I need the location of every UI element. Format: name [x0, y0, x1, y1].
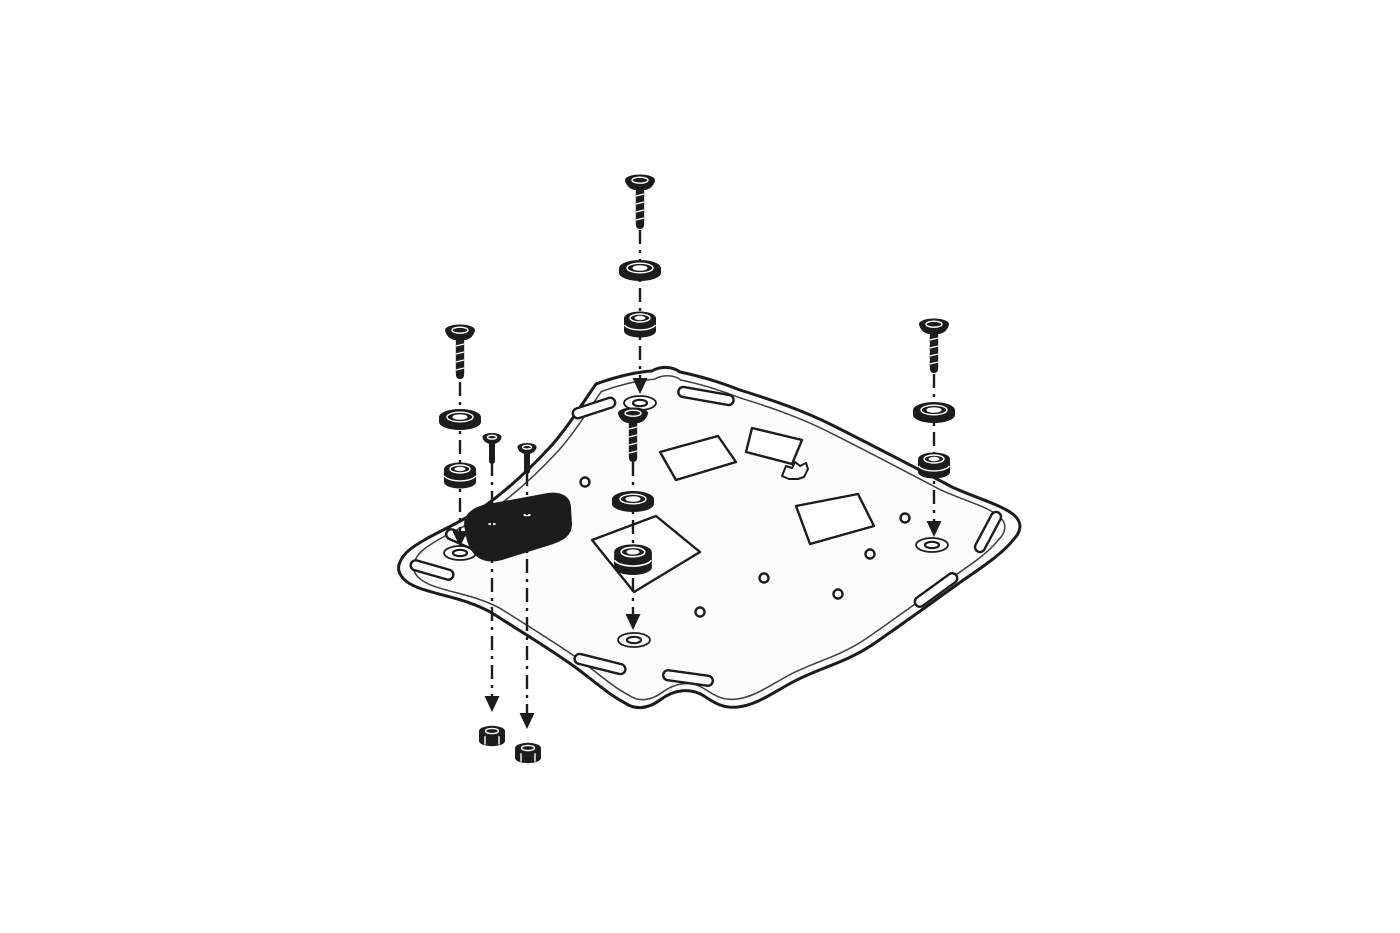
rivet-hole: [832, 588, 844, 600]
slot-cutout: [661, 669, 715, 687]
washer: [618, 259, 662, 282]
washer: [611, 490, 655, 513]
countersunk-screw: [918, 317, 950, 374]
rubber-spacer: [623, 310, 657, 339]
slot-cutout: [913, 572, 959, 608]
insertion-arrow-icon: [484, 696, 500, 712]
interior-cutout: [794, 492, 876, 546]
insertion-arrow-icon: [519, 713, 535, 729]
rubber-spacer: [613, 543, 653, 576]
rivet-hole: [758, 572, 770, 584]
rubber-spacer: [443, 461, 477, 490]
rack-plate: [397, 365, 1022, 709]
slot-cutout: [409, 559, 455, 581]
mount-boss: [915, 537, 949, 553]
flange-nut: [478, 725, 506, 747]
flange-nut: [514, 742, 542, 764]
brand-logo: [781, 461, 809, 480]
rivet-hole: [899, 512, 911, 524]
slot-cutout: [573, 652, 627, 676]
mount-boss: [617, 632, 651, 648]
countersunk-screw: [444, 323, 476, 380]
slot-cutout: [973, 510, 1003, 554]
interior-cutout: [658, 434, 738, 482]
slot-cutout: [571, 396, 617, 420]
countersunk-screw: [624, 173, 656, 230]
washer: [438, 408, 482, 431]
slot-cutout: [677, 385, 735, 407]
rivet-hole: [694, 606, 706, 618]
rivet-hole: [579, 476, 591, 488]
mount-hole: [625, 635, 643, 645]
rack-plate-inner-contour: [412, 374, 1006, 701]
mount-hole: [451, 548, 469, 558]
button-head-screw: [481, 432, 503, 465]
rubber-spacer: [917, 451, 951, 480]
interior-cutout: [744, 426, 804, 466]
rivet-hole: [864, 548, 876, 560]
rack-plate-outline: [397, 365, 1022, 709]
mount-hole: [923, 540, 941, 550]
adapter-plate: [464, 492, 572, 562]
washer: [912, 401, 956, 424]
mount-hole: [631, 398, 649, 408]
